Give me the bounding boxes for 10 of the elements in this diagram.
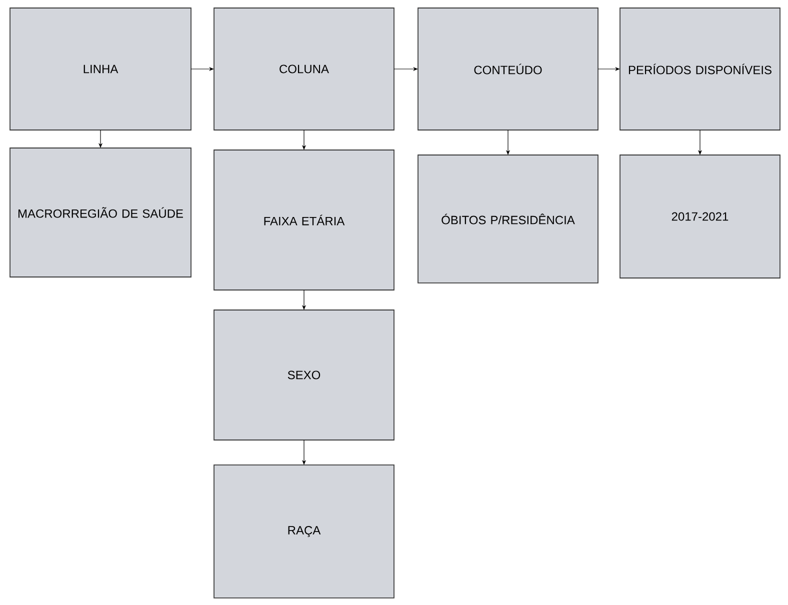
process-box: 2017-2021 <box>620 154 780 278</box>
process-box: COLUNA <box>214 8 394 130</box>
process-box: SEXO <box>214 310 394 440</box>
process-box: PERÍODOS DISPONÍVEIS <box>620 8 780 130</box>
process-box: MACRORREGIÃO DE SAÚDE <box>10 148 192 278</box>
process-box: LINHA <box>10 8 192 130</box>
process-box: FAIXA ETÁRIA <box>214 150 394 290</box>
process-box: RAÇA <box>214 464 394 598</box>
process-box: ÓBITOS P/RESIDÊNCIA <box>418 154 598 284</box>
process-box: CONTEÚDO <box>418 8 598 130</box>
